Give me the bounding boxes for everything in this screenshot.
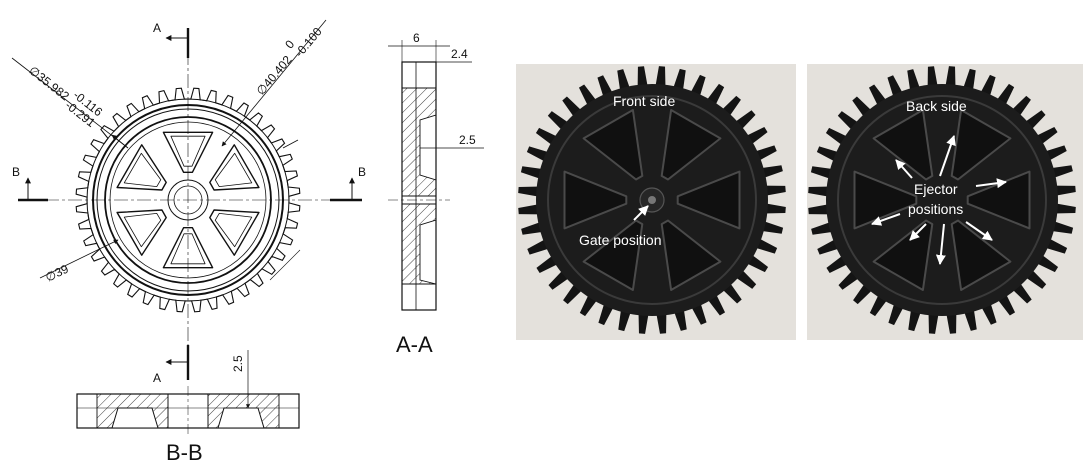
pocket-outline xyxy=(209,209,260,256)
pocket-outline xyxy=(116,144,167,191)
ejector-arrow xyxy=(895,159,913,179)
gate-mark xyxy=(648,196,656,204)
ejector-arrow xyxy=(939,135,956,177)
outer-dia-value: ∅40.402 xyxy=(254,53,295,98)
ejector-arrow xyxy=(975,178,1007,189)
pocket-outline xyxy=(170,233,206,265)
photo-front-side xyxy=(516,64,796,340)
photo-front-rim xyxy=(547,95,757,305)
depth-b-dimension: 2.5 xyxy=(231,355,245,372)
photo-back-rim xyxy=(837,95,1047,305)
ejector-arrow xyxy=(935,223,946,265)
depth-a-value: 2.5 xyxy=(459,133,476,147)
section-a-label-top: A xyxy=(153,21,161,35)
photo-pocket xyxy=(660,219,722,291)
photo-front-pockets xyxy=(563,109,741,291)
pocket-group xyxy=(116,131,260,269)
pocket-outline xyxy=(209,144,260,191)
ejector-label-line1: Ejector xyxy=(914,181,958,197)
section-a-a-view xyxy=(388,40,484,311)
ejector-arrow xyxy=(909,223,927,241)
photo-pocket xyxy=(563,170,628,230)
outer-dia-leader xyxy=(221,19,327,147)
photo-pocket xyxy=(950,219,1012,291)
ejector-arrow xyxy=(871,213,901,226)
section-a-label-bottom: A xyxy=(153,371,161,385)
photo-pocket xyxy=(582,219,644,291)
photo-pocket xyxy=(582,109,644,181)
outer-dia-dimension: ∅40.402 0 -0.100 xyxy=(254,24,325,98)
pocket-outline xyxy=(162,226,214,269)
pocket-outline xyxy=(123,212,162,248)
dim-leader xyxy=(269,249,301,281)
section-a-a-hatch-upper xyxy=(401,87,437,197)
section-b-b-pocket-right xyxy=(217,407,265,429)
pocket-outline xyxy=(214,152,253,188)
pocket-outline xyxy=(162,131,214,174)
pocket-outline xyxy=(214,212,253,248)
pocket-outline xyxy=(116,209,167,256)
inner-dia-leader xyxy=(39,239,119,279)
root-dia-arrow xyxy=(111,134,129,149)
root-dia-leader xyxy=(11,57,129,149)
photo-pocket xyxy=(676,170,741,230)
width-value: 6 xyxy=(413,31,420,45)
section-b-label-right: B xyxy=(358,165,366,179)
photo-pocket xyxy=(660,109,722,181)
pocket-outline xyxy=(123,152,162,188)
photo-pocket xyxy=(966,170,1031,230)
section-a-a-title: A-A xyxy=(396,332,433,357)
outer-dia-tol-lower: -0.100 xyxy=(292,24,325,59)
pocket-outline xyxy=(170,135,206,167)
gate-position-label: Gate position xyxy=(579,232,662,248)
ejector-label-line2: positions xyxy=(908,201,963,217)
section-b-b-pocket-left xyxy=(111,407,159,429)
gear-front-view xyxy=(11,19,362,380)
section-b-b-title: B-B xyxy=(166,440,203,465)
front-side-label: Front side xyxy=(613,93,675,109)
photo-back-side xyxy=(807,64,1083,340)
root-dia-dimension: ∅35.982 -0.116 -0.291 xyxy=(26,63,105,130)
photo-pocket xyxy=(950,109,1012,181)
ejector-arrows xyxy=(871,135,1007,265)
back-side-label: Back side xyxy=(906,98,967,114)
offset-value: 2.4 xyxy=(451,47,468,61)
root-dia-value: ∅35.982 xyxy=(26,63,72,103)
dim-leader xyxy=(282,139,299,149)
photo-pocket xyxy=(872,109,934,181)
gate-arrow xyxy=(633,205,649,221)
section-a-a-hatch-lower xyxy=(401,203,437,285)
depth-b-value: 2.5 xyxy=(231,355,245,372)
ejector-arrow xyxy=(965,221,993,241)
section-b-b-view xyxy=(76,350,300,436)
section-b-label-left: B xyxy=(12,165,20,179)
photo-back-pockets xyxy=(853,109,1031,291)
